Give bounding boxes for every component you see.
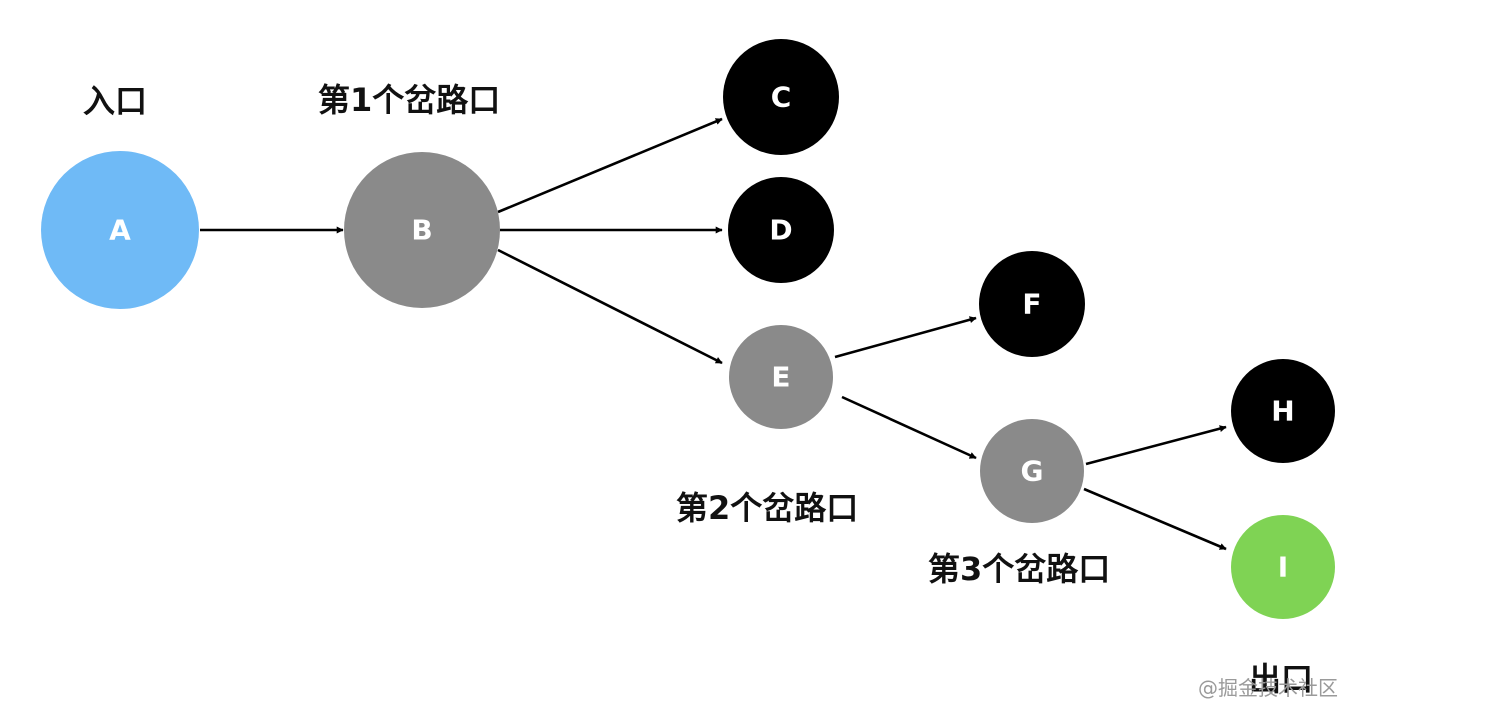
node-b: B — [344, 152, 500, 308]
node-i-circle — [1231, 515, 1335, 619]
edge-b-e — [497, 248, 723, 365]
node-d-circle — [728, 177, 834, 283]
edge-g-i — [1083, 487, 1227, 551]
fork-3-label: 第3个岔路口 — [928, 550, 1110, 588]
edge-g-h — [1085, 425, 1227, 466]
node-f: F — [979, 251, 1085, 357]
fork-2-label: 第2个岔路口 — [676, 489, 858, 527]
node-h-circle — [1231, 359, 1335, 463]
node-f-label: F — [1022, 288, 1041, 321]
node-c-label: C — [771, 81, 792, 114]
node-a: A — [41, 151, 199, 309]
node-d-label: D — [769, 214, 792, 247]
node-a-label: A — [109, 214, 131, 247]
edge-e-f — [834, 316, 977, 359]
node-d: D — [728, 177, 834, 283]
node-e-circle — [729, 325, 833, 429]
node-h: H — [1231, 359, 1335, 463]
edges — [200, 117, 1227, 551]
entrance-label: 入口 — [83, 82, 147, 120]
node-g: G — [980, 419, 1084, 523]
node-i: I — [1231, 515, 1335, 619]
fork-1-label: 第1个岔路口 — [318, 81, 500, 119]
node-g-label: G — [1021, 455, 1044, 488]
exit-label: 出口 — [1249, 660, 1313, 698]
node-e-label: E — [771, 361, 790, 394]
node-b-label: B — [411, 214, 432, 247]
node-f-circle — [979, 251, 1085, 357]
node-c-circle — [723, 39, 839, 155]
node-a-circle — [41, 151, 199, 309]
edge-b-c — [497, 117, 723, 214]
node-b-circle — [344, 152, 500, 308]
node-h-label: H — [1271, 395, 1294, 428]
watermark: @掘金技术社区 — [1198, 676, 1338, 700]
edge-e-g — [841, 395, 977, 460]
node-g-circle — [980, 419, 1084, 523]
node-i-label: I — [1278, 551, 1288, 584]
node-e: E — [729, 325, 833, 429]
node-c: C — [723, 39, 839, 155]
